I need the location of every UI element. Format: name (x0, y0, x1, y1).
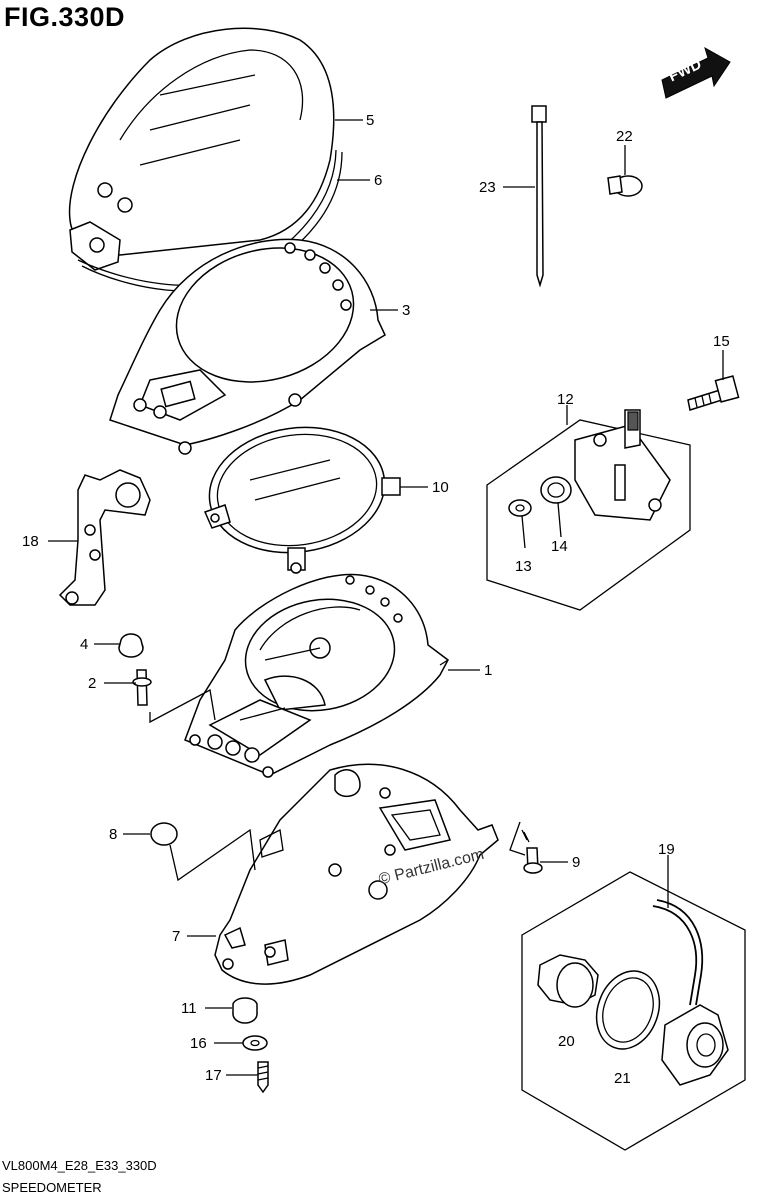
figure-name: SPEEDOMETER (2, 1180, 102, 1195)
part-21-ring[interactable] (586, 962, 670, 1058)
callout-13[interactable]: 13 (515, 558, 532, 575)
part-9-screw[interactable] (521, 829, 543, 874)
callout-15[interactable]: 15 (713, 333, 730, 350)
part-8-plug[interactable] (150, 822, 178, 846)
part-11-grommet[interactable] (232, 997, 258, 1024)
callout-16[interactable]: 16 (190, 1035, 207, 1052)
callout-23[interactable]: 23 (479, 179, 496, 196)
figure-title: FIG.330D (4, 2, 126, 32)
figure-code: VL800M4_E28_E33_330D (2, 1158, 157, 1173)
callout-6[interactable]: 6 (374, 172, 383, 189)
part-17-screw[interactable] (257, 1061, 269, 1094)
callout-21[interactable]: 21 (614, 1070, 631, 1087)
callout-22[interactable]: 22 (616, 128, 633, 145)
callout-2[interactable]: 2 (88, 675, 97, 692)
callout-17[interactable]: 17 (205, 1067, 222, 1084)
part-10-lens[interactable] (201, 416, 401, 574)
callout-14[interactable]: 14 (551, 538, 568, 555)
leader-lines (48, 119, 724, 1076)
part-4-grommet[interactable] (118, 633, 144, 658)
part-13-grommet[interactable] (508, 499, 532, 517)
part-1-gauge[interactable] (184, 573, 449, 778)
part-23-cable-tie[interactable] (531, 105, 547, 288)
fwd-arrow-icon (661, 46, 731, 99)
callout-9[interactable]: 9 (572, 854, 581, 871)
part-19-sensor[interactable] (661, 1004, 729, 1086)
callout-5[interactable]: 5 (366, 112, 375, 129)
callout-7[interactable]: 7 (172, 928, 181, 945)
part-16-washer[interactable] (242, 1035, 268, 1051)
part-22-clamp[interactable] (607, 175, 643, 197)
part-5-cover[interactable] (68, 27, 335, 271)
callout-10[interactable]: 10 (432, 479, 449, 496)
part-18-bracket[interactable] (58, 469, 151, 606)
part-14-grommet[interactable] (540, 476, 572, 504)
part-2-stud[interactable] (132, 669, 152, 706)
part-3-bezel[interactable] (109, 229, 386, 455)
callout-1[interactable]: 1 (484, 662, 493, 679)
part-12-group[interactable] (486, 409, 691, 611)
callout-18[interactable]: 18 (22, 533, 39, 550)
part-20-socket[interactable] (537, 954, 599, 1008)
callout-12[interactable]: 12 (557, 391, 574, 408)
callout-20[interactable]: 20 (558, 1033, 575, 1050)
part-19-group[interactable] (521, 871, 746, 1151)
callout-4[interactable]: 4 (80, 636, 89, 653)
part-15-bolt[interactable] (687, 375, 740, 411)
callout-19[interactable]: 19 (658, 841, 675, 858)
callout-11[interactable]: 11 (181, 1000, 197, 1017)
callout-3[interactable]: 3 (402, 302, 411, 319)
part-7-housing[interactable] (214, 763, 499, 985)
callout-8[interactable]: 8 (109, 826, 118, 843)
